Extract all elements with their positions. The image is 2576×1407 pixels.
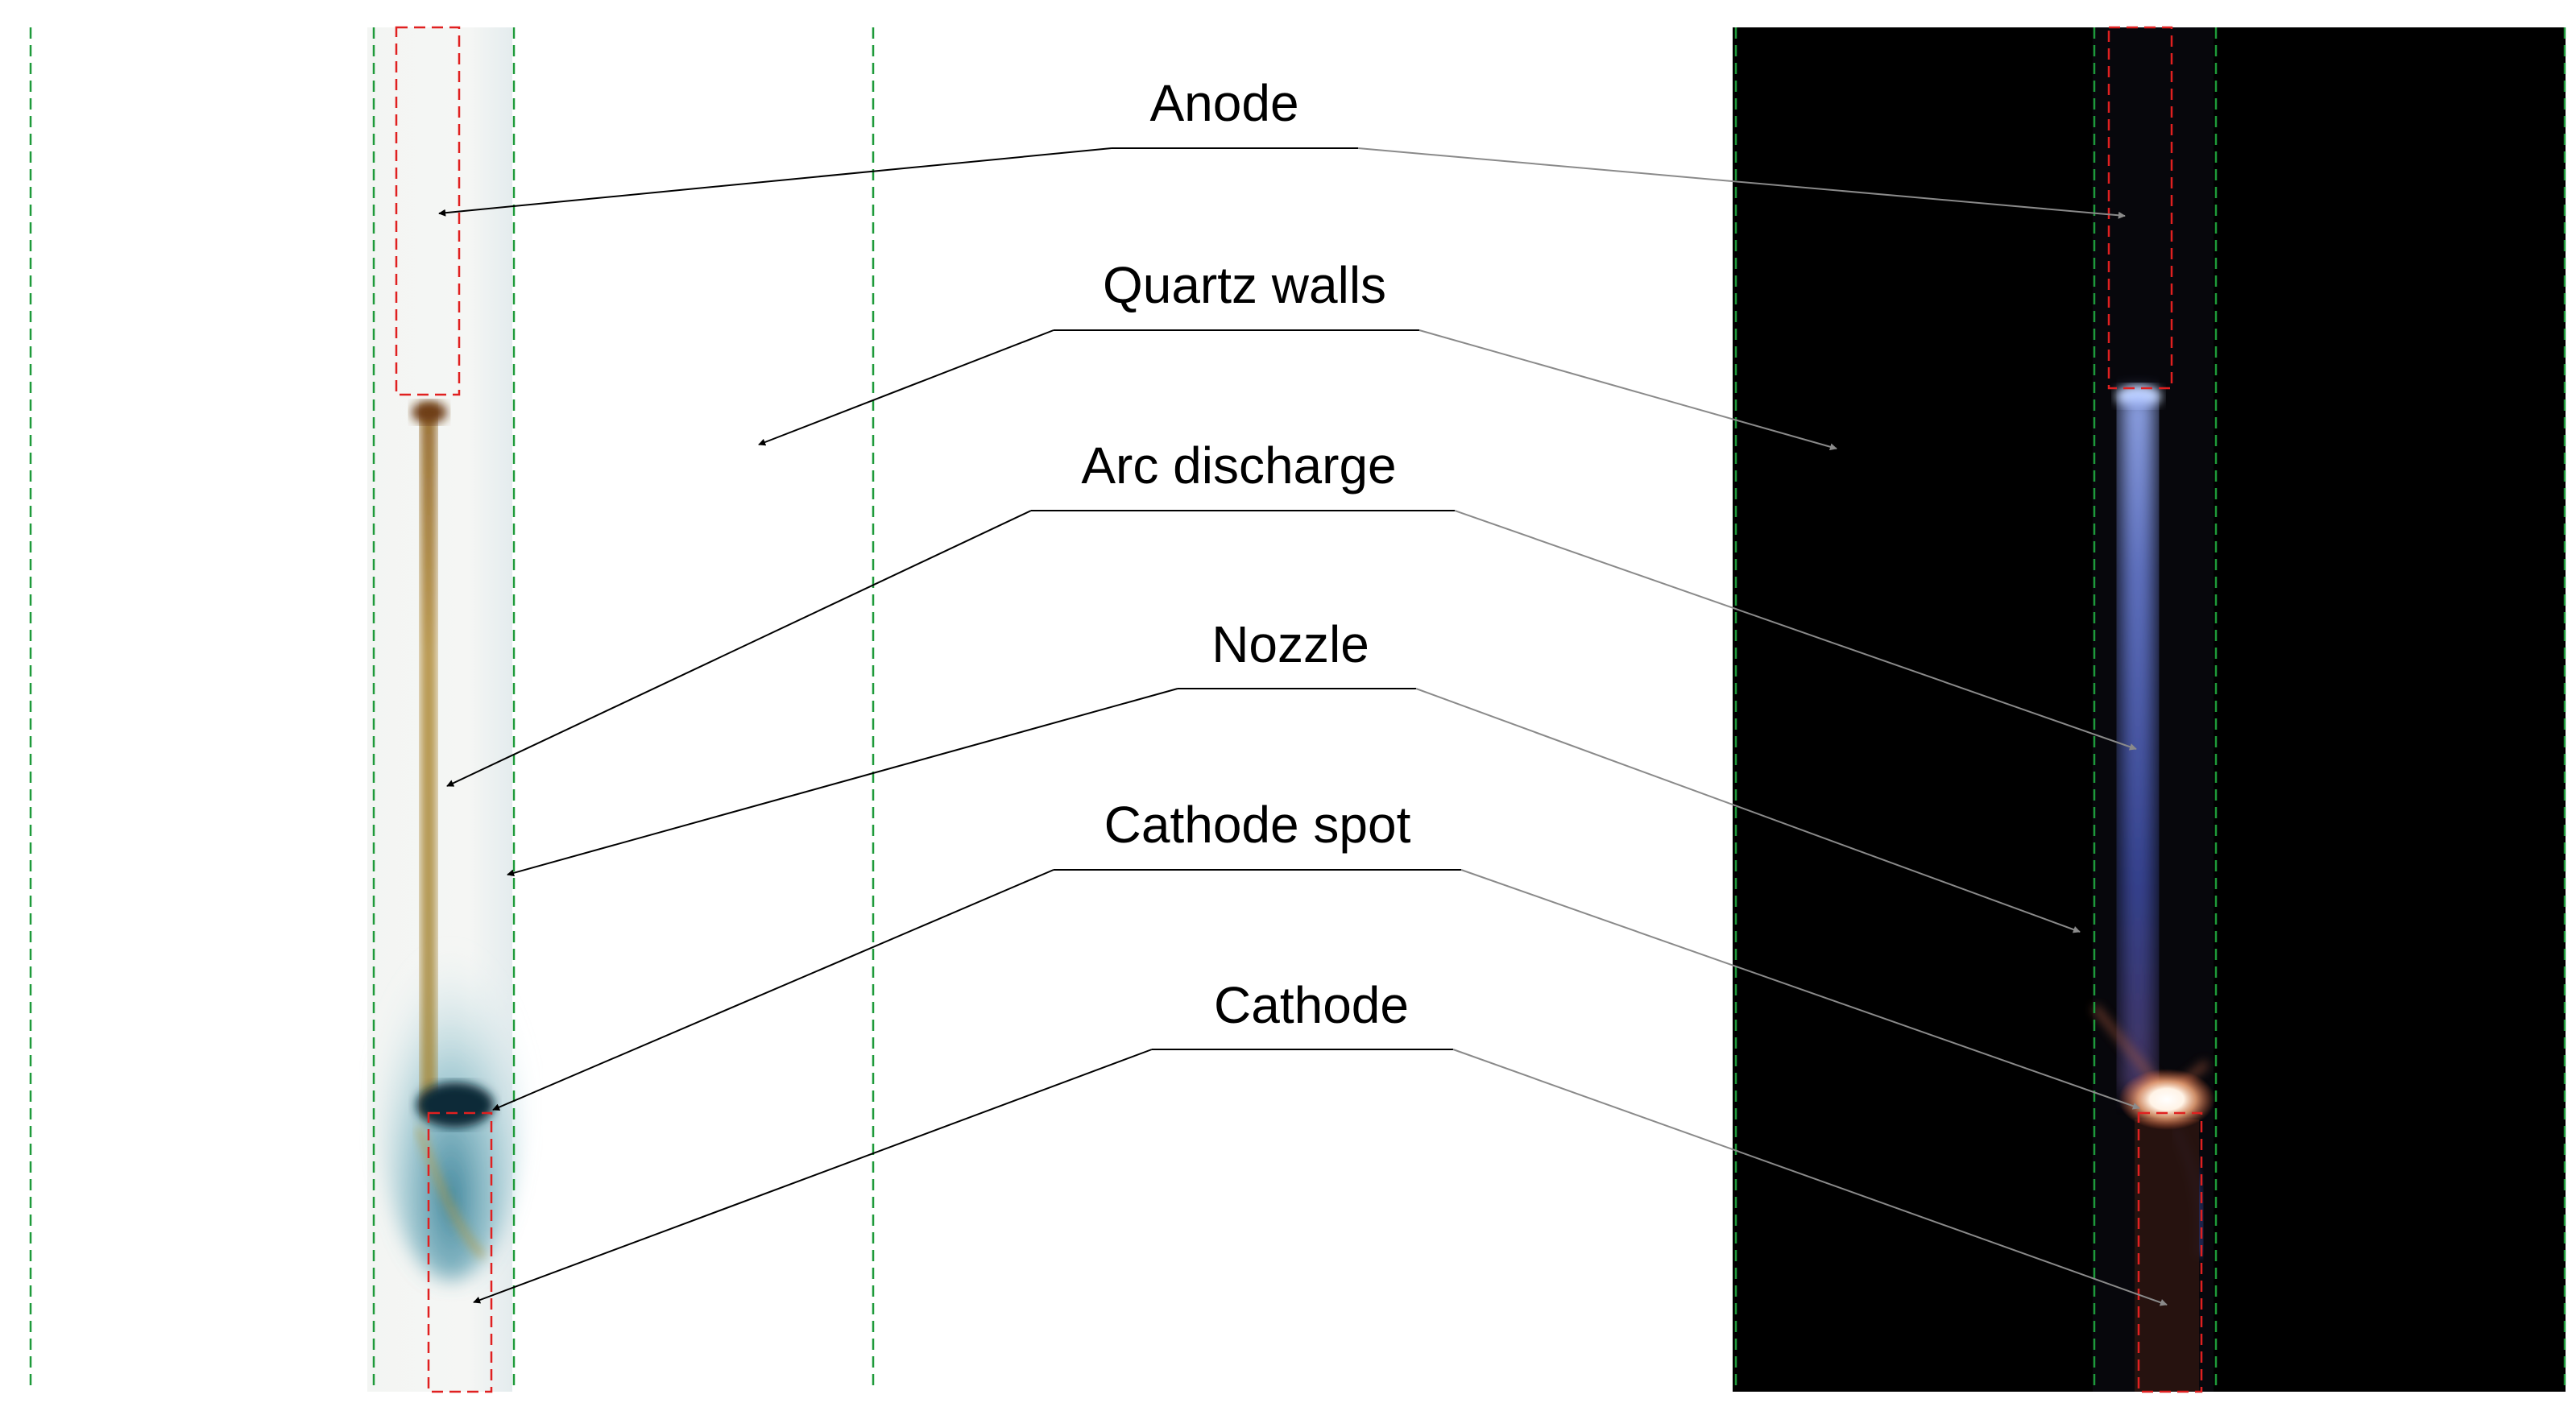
leader-cathode bbox=[473, 1049, 2168, 1306]
leader-arc-discharge bbox=[446, 510, 2137, 787]
label-cathode-spot: Cathode spot bbox=[1104, 796, 1411, 854]
label-quartz-walls: Quartz walls bbox=[1103, 256, 1386, 314]
leader-cathode-spot bbox=[492, 869, 2140, 1111]
left-anode-outline bbox=[395, 26, 461, 396]
label-anode: Anode bbox=[1149, 74, 1298, 132]
right-tube-photo bbox=[1733, 27, 2566, 1392]
left-tube-photo bbox=[367, 27, 528, 1392]
right-anode-outline bbox=[2107, 26, 2173, 390]
label-cathode: Cathode bbox=[1214, 976, 1409, 1034]
label-arc-discharge: Arc discharge bbox=[1081, 437, 1396, 495]
leader-quartz-walls bbox=[758, 329, 1837, 451]
leader-anode bbox=[438, 147, 2126, 219]
leader-nozzle bbox=[507, 688, 2081, 933]
quartz-wall-guides bbox=[29, 27, 2566, 1392]
electrode-outlines bbox=[395, 26, 2203, 1393]
labels: Anode Quartz walls Arc discharge Nozzle … bbox=[1081, 74, 1410, 1034]
right-cathode-outline bbox=[2137, 1111, 2203, 1393]
label-nozzle: Nozzle bbox=[1211, 615, 1369, 673]
left-cathode-outline bbox=[427, 1111, 493, 1393]
